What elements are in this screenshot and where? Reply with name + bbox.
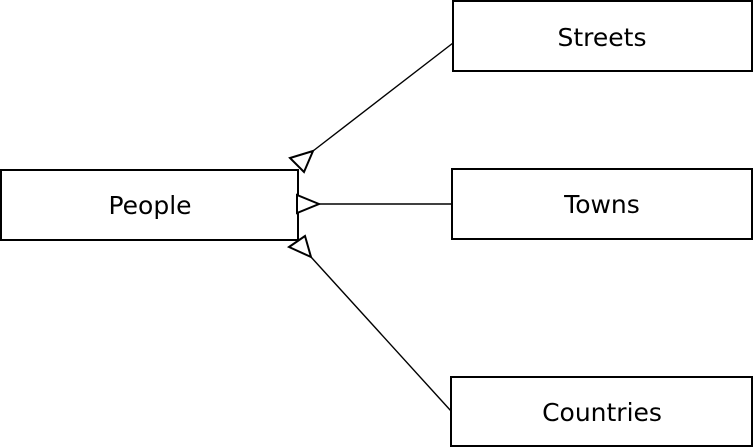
open-triangle-arrowhead-icon — [288, 149, 315, 174]
edge-line-people-countries — [310, 256, 452, 412]
label-group: People Streets Towns Countries — [108, 23, 661, 427]
edge-line-people-streets — [312, 42, 454, 152]
node-box-countries — [450, 376, 753, 447]
node-box-towns — [451, 168, 753, 240]
node-box-streets — [452, 0, 753, 72]
open-triangle-arrowhead-icon — [286, 234, 313, 259]
node-label-people: People — [108, 191, 191, 220]
node-label-streets: Streets — [558, 23, 647, 52]
open-triangle-arrowhead-icon — [296, 193, 322, 215]
edge-group — [310, 42, 454, 412]
node-label-towns: Towns — [563, 190, 640, 219]
arrowhead-group — [286, 149, 322, 259]
node-label-countries: Countries — [542, 398, 662, 427]
